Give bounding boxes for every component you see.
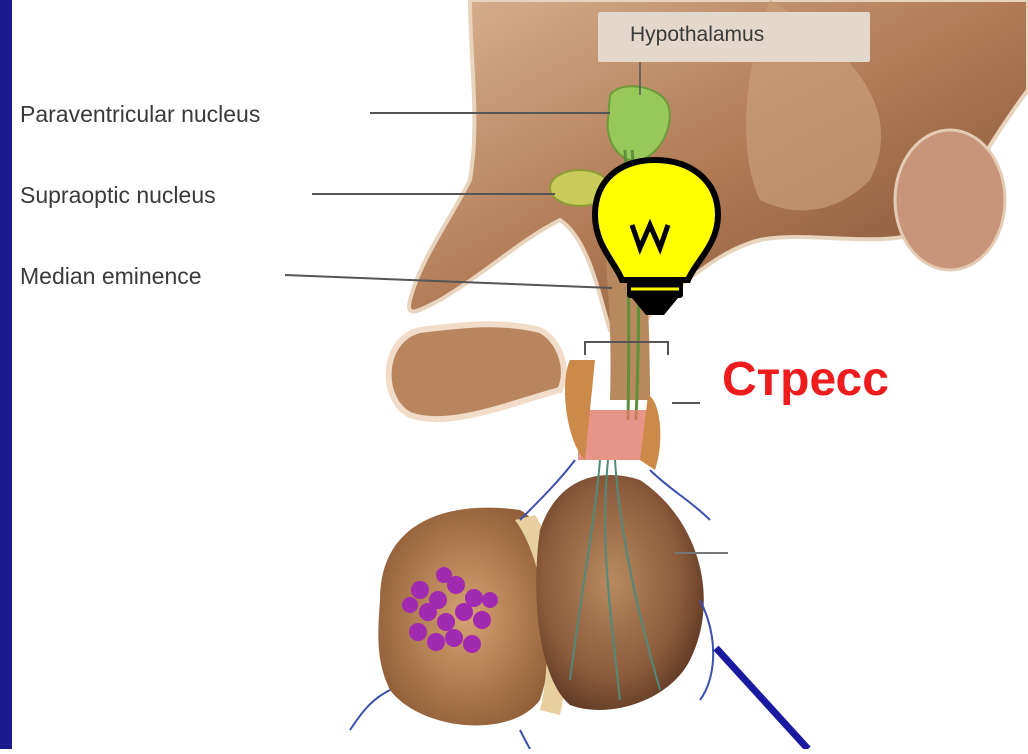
label-hypothalamus: Hypothalamus (630, 23, 764, 47)
stress-pointer-line (716, 648, 808, 749)
label-stress: Стресс (722, 352, 889, 407)
optic-chiasm (389, 324, 564, 419)
label-median-eminence: Median eminence (20, 263, 202, 290)
label-supraoptic-nucleus: Supraoptic nucleus (20, 182, 216, 209)
slide-left-border (0, 0, 12, 749)
label-paraventricular-nucleus: Paraventricular nucleus (20, 101, 260, 128)
mammillary-body (895, 130, 1005, 270)
